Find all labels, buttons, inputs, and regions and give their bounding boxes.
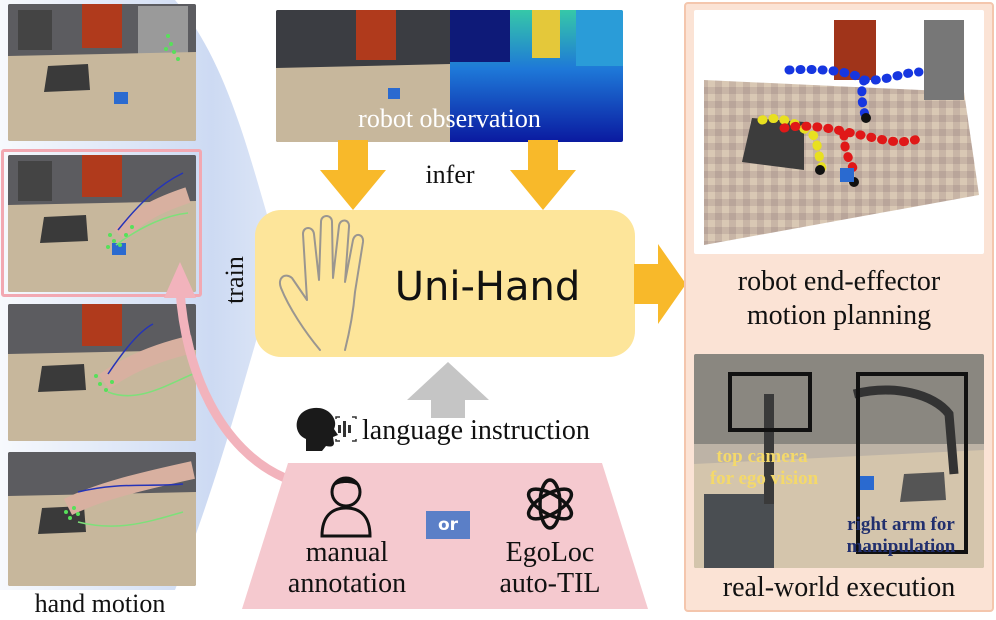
uni-hand-model-box [255, 210, 635, 357]
motion-planning-image [694, 10, 984, 254]
person-icon [320, 476, 372, 538]
infer-label: infer [425, 160, 475, 189]
real-world-execution-image: top camera for ego vision right arm for … [694, 354, 984, 568]
manual-annotation-line1: manual [305, 537, 389, 568]
top-camera-label-line2: for ego vision [709, 468, 819, 489]
hand-motion-frame-2-highlight [1, 149, 202, 297]
right-arm-label-line2: manipulation [846, 536, 956, 557]
top-camera-label-line1: top camera [716, 446, 808, 467]
hand-motion-frame-2 [8, 155, 196, 292]
auto-til-label: auto-TIL [499, 568, 601, 599]
hand-icon [279, 215, 365, 351]
hand-motion-frame-1 [8, 4, 196, 141]
output-arrow [634, 244, 686, 324]
motion-planning-line1: robot end-effector [737, 266, 941, 297]
or-badge: or [426, 511, 470, 539]
egoloc-label: EgoLoc [505, 537, 595, 568]
infer-arrow-left [320, 140, 386, 210]
instruction-arrow [407, 362, 489, 418]
motion-planning-line2: motion planning [746, 300, 932, 331]
robot-observation-label: robot observation [358, 104, 541, 133]
language-instruction-label: language instruction [362, 415, 590, 446]
right-arm-label-line1: right arm for [847, 514, 955, 535]
train-feedback-arrow [164, 262, 290, 483]
real-world-execution-label: real-world execution [722, 572, 956, 603]
hand-motion-frame-4 [8, 452, 196, 586]
uni-hand-title: Uni-Hand [394, 264, 581, 310]
hand-motion-label: hand motion [34, 589, 166, 618]
hand-motion-frame-3 [8, 304, 196, 441]
infer-arrow-right [510, 140, 576, 210]
speaking-head-icon [296, 407, 357, 451]
manual-annotation-line2: annotation [287, 568, 407, 599]
robot-observation-image: robot observation [276, 10, 623, 142]
openai-logo-icon [526, 478, 574, 530]
